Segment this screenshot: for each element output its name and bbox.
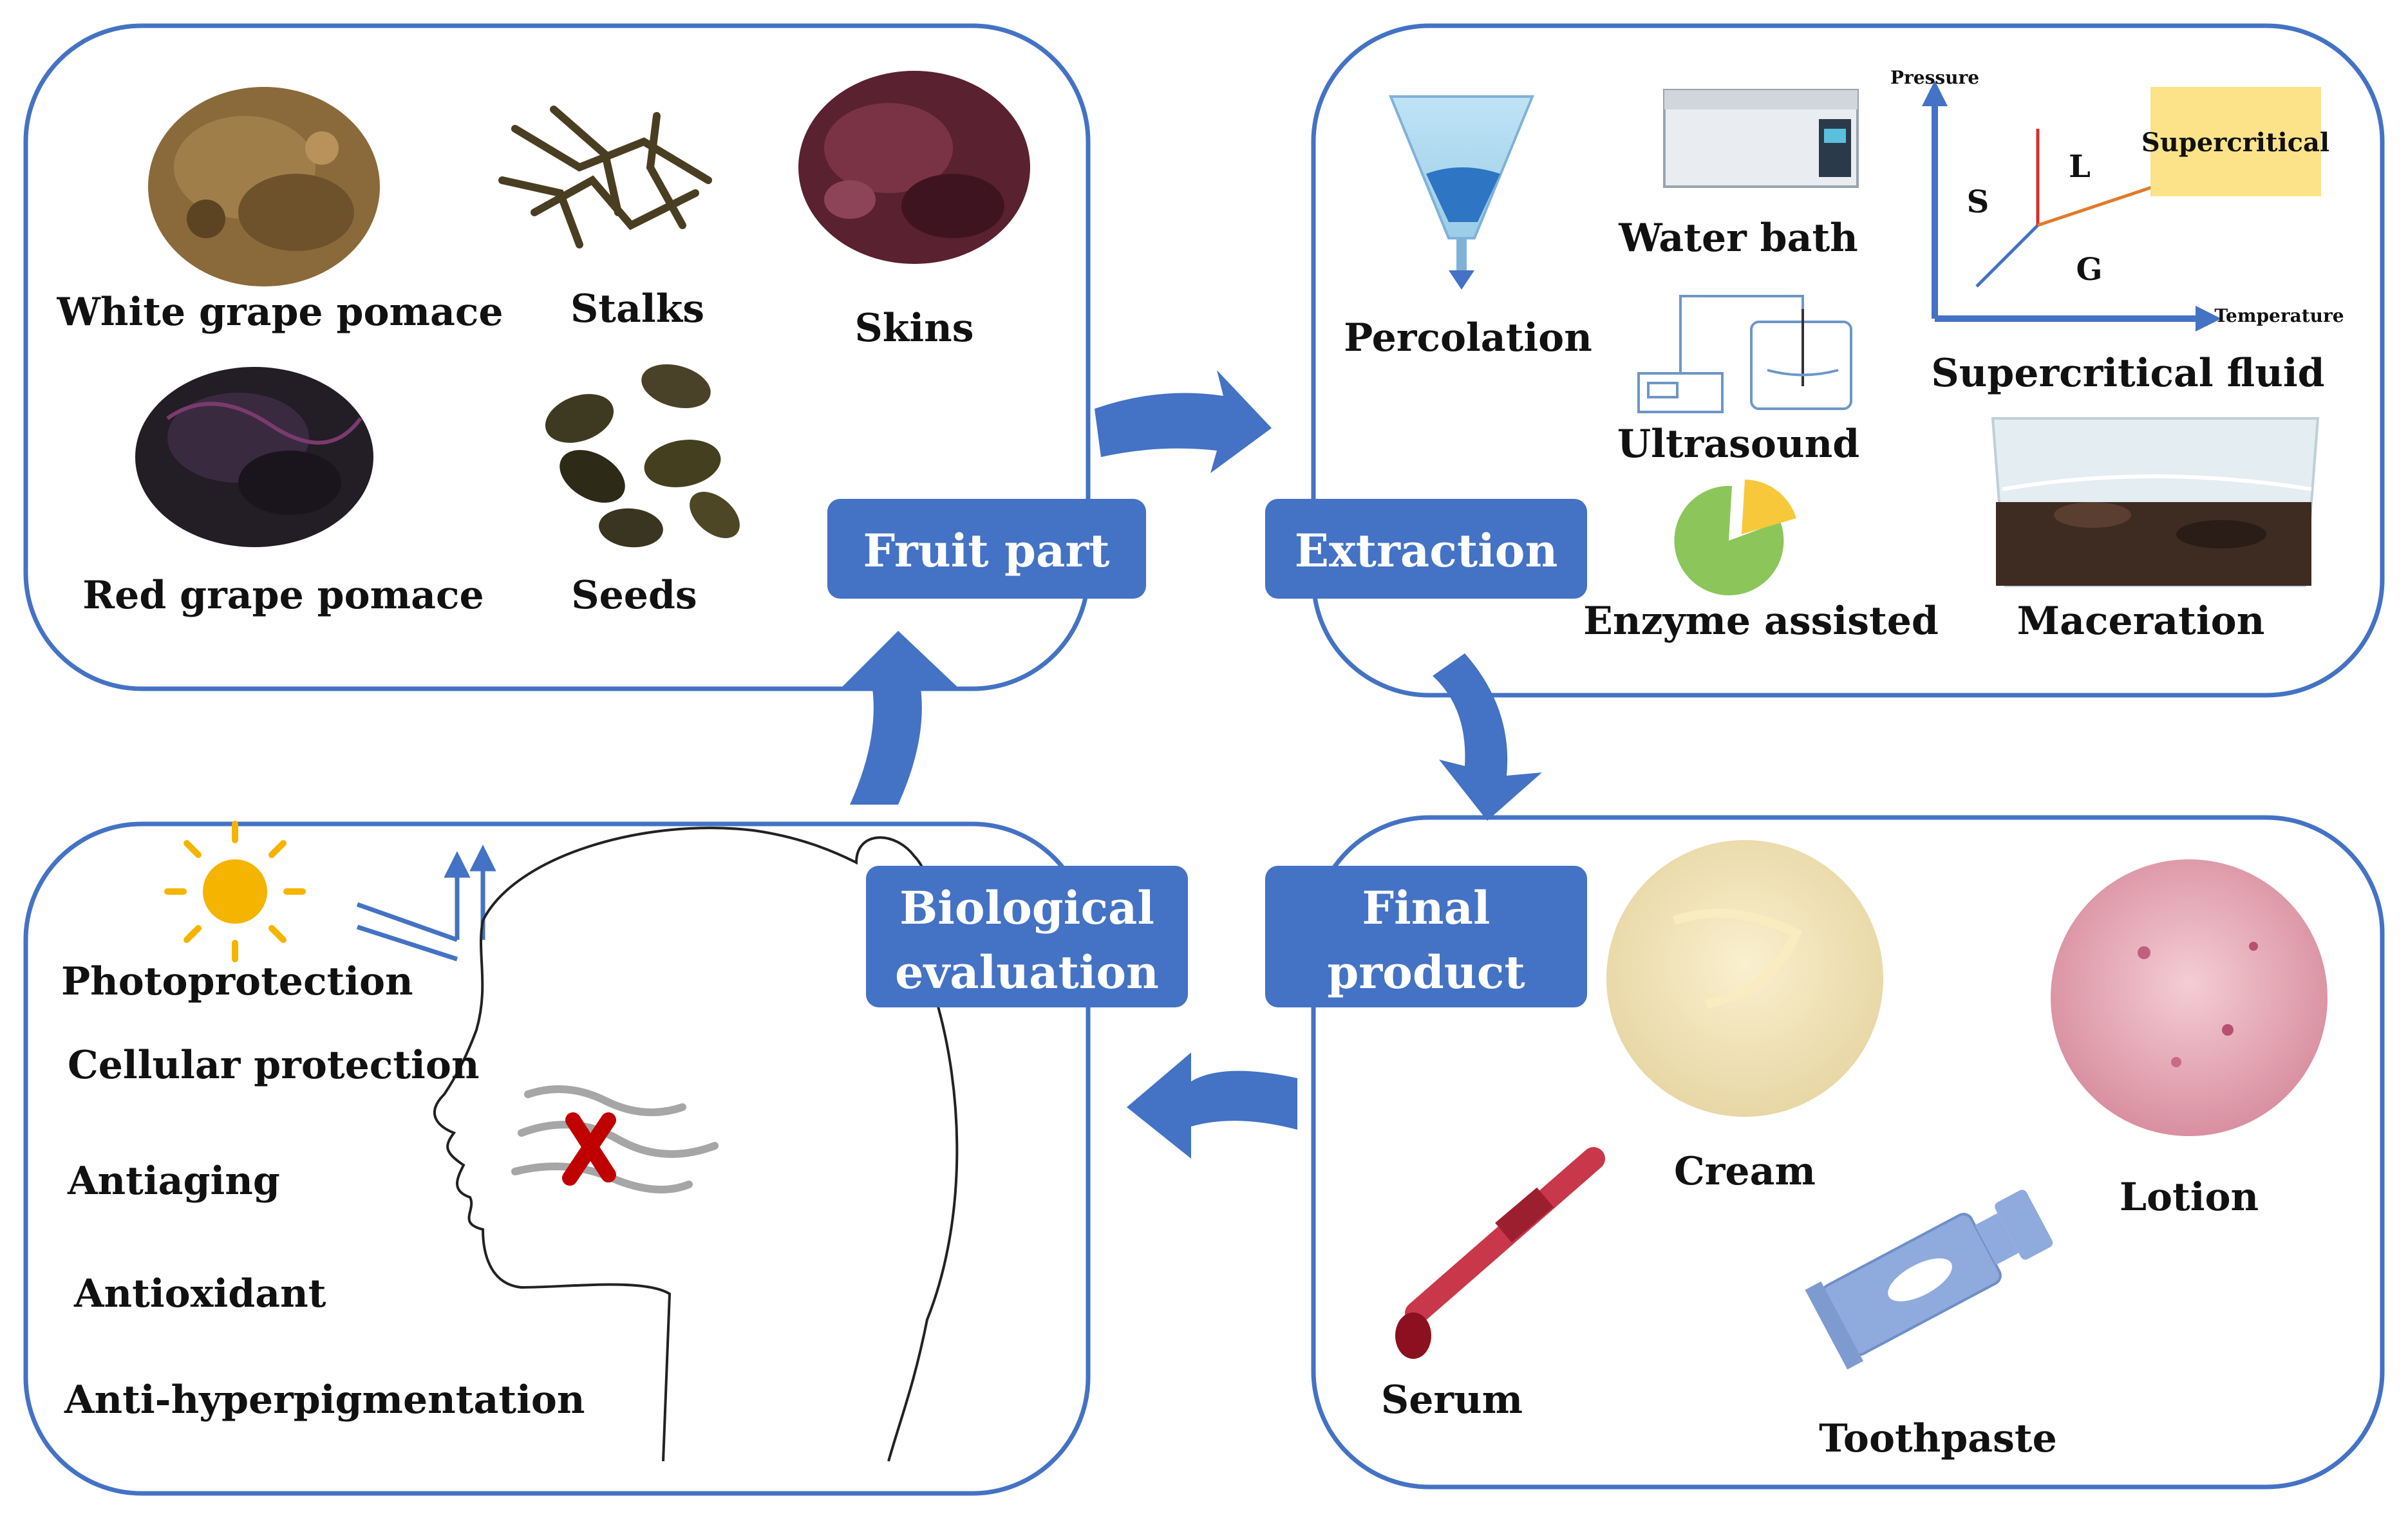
head-silhouette-icon	[433, 827, 959, 1462]
skins-image	[798, 71, 1030, 264]
arrow-down-icon	[1433, 653, 1542, 821]
water-bath-icon	[1663, 89, 1859, 188]
extraction-button-label: Extraction	[1295, 524, 1558, 577]
extraction-button[interactable]	[1265, 499, 1587, 599]
ultrasound-icon	[1637, 295, 1852, 413]
arrow-up-icon	[840, 631, 959, 805]
evaluation-item-label: Cellular protection	[68, 1043, 479, 1088]
fruit-item-label: Seeds	[571, 573, 697, 618]
extraction-item-label: Ultrasound	[1617, 422, 1859, 467]
extraction-item-label: Enzyme assisted	[1583, 599, 1939, 644]
evaluation-item-label: Photoprotection	[61, 959, 413, 1004]
fruit-part-button-label: Fruit part	[863, 524, 1109, 577]
reflected-rays-icon	[356, 845, 496, 962]
fruit-item-label: Stalks	[570, 286, 704, 332]
lotion-image	[2051, 859, 2328, 1136]
arrow-right-icon	[1095, 370, 1272, 473]
product-item-label: Serum	[1381, 1378, 1523, 1423]
product-item-label: Cream	[1674, 1149, 1816, 1194]
extraction-item-label: Percolation	[1344, 315, 1592, 360]
fruit-item-label: White grape pomace	[56, 290, 503, 335]
panel-extraction	[1311, 23, 2385, 698]
phase-axis-label: Pressure	[1890, 67, 1979, 88]
toothpaste-icon	[1805, 1190, 2053, 1370]
maceration-image	[1991, 417, 2320, 587]
final-product-button-label: Final	[1362, 881, 1490, 935]
extraction-item-label: Maceration	[2017, 599, 2265, 644]
stalks-image	[498, 106, 712, 248]
product-item-label: Lotion	[2120, 1175, 2259, 1220]
biological-evaluation-button[interactable]	[866, 866, 1188, 1007]
evaluation-item-label: Anti-hyperpigmentation	[64, 1378, 585, 1423]
phase-axis-label: Temperature	[2214, 305, 2344, 326]
phase-diagram: Pressure Temperature S L G Supercritical	[1890, 67, 2344, 332]
enzyme-pie-icon	[1674, 480, 1796, 595]
cream-image	[1606, 840, 1883, 1117]
sun-icon	[164, 821, 306, 962]
seeds-image	[545, 364, 740, 548]
phase-region-label: L	[2069, 149, 2091, 185]
evaluation-item-label: Antiaging	[67, 1159, 280, 1204]
final-product-button[interactable]	[1265, 866, 1587, 1007]
extraction-item-label: Water bath	[1618, 216, 1858, 261]
fruit-part-button[interactable]	[827, 499, 1146, 599]
supercritical-box	[2150, 87, 2321, 196]
cross-mark-icon	[562, 1112, 616, 1186]
fruit-item-label: Skins	[854, 306, 974, 351]
final-product-button-label: product	[1327, 946, 1525, 999]
biological-evaluation-button-label: Biological	[899, 881, 1154, 935]
white-grape-pomace-image	[148, 87, 380, 286]
product-item-label: Toothpaste	[1819, 1416, 2057, 1461]
panel-biological-evaluation	[23, 821, 1091, 1496]
phase-region-label: S	[1967, 184, 1989, 220]
phase-box-label: Supercritical	[2141, 127, 2329, 158]
phase-region-label: G	[2076, 252, 2103, 288]
percolation-icon	[1389, 95, 1534, 290]
fruit-item-label: Red grape pomace	[82, 573, 484, 618]
biological-evaluation-button-label: evaluation	[895, 946, 1159, 999]
evaluation-item-label: Antioxidant	[73, 1271, 326, 1316]
panel-final-product	[1311, 815, 2385, 1490]
panel-fruit-part	[23, 23, 1091, 691]
extraction-item-label: Supercritical fluid	[1931, 351, 2324, 396]
red-grape-pomace-image	[135, 367, 373, 547]
serum-dropper-image	[1395, 1147, 1605, 1359]
arrow-left-icon	[1127, 1052, 1297, 1159]
